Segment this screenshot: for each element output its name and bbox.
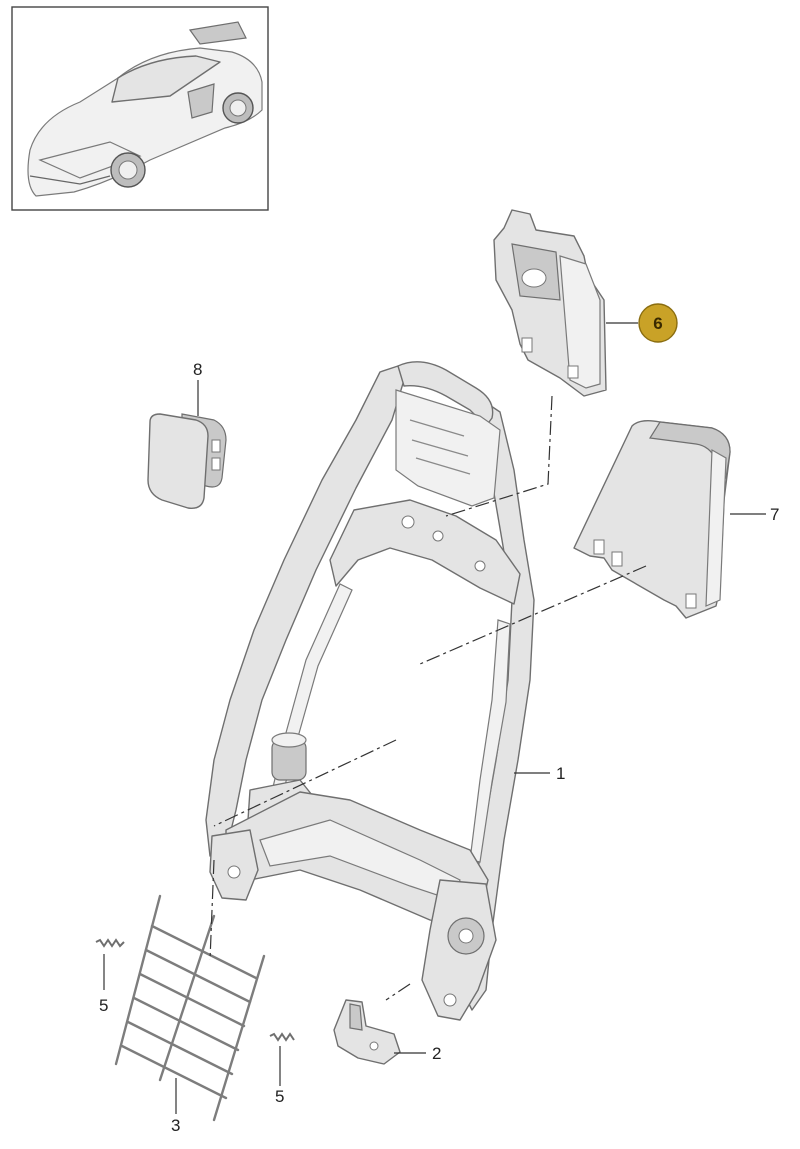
callout-1: 1 — [556, 764, 565, 783]
leader-lines — [103, 322, 766, 1114]
callout-6: 6 — [653, 314, 662, 333]
callout-8: 8 — [193, 360, 202, 379]
highlight-badge — [638, 303, 678, 343]
part-3-lumbar-mat — [114, 894, 266, 1122]
callout-3: 3 — [171, 1116, 180, 1135]
callout-2: 2 — [432, 1044, 441, 1063]
part-7-back-cover — [573, 419, 731, 619]
part-5-spring-right — [269, 1032, 295, 1042]
callout-5-left: 5 — [99, 996, 108, 1015]
callouts: 1 2 3 5 5 7 8 6 — [99, 303, 779, 1135]
vehicle-thumbnail — [11, 6, 269, 211]
part-5-spring-left — [95, 938, 125, 948]
assembly-lines — [209, 395, 647, 1001]
callout-7: 7 — [770, 505, 779, 524]
part-6-insert — [493, 209, 607, 397]
part-2-hinge — [333, 999, 401, 1065]
part-8-guide — [147, 413, 227, 509]
callout-6-badge[interactable]: 6 — [638, 303, 678, 343]
part-1-seat-frame — [205, 361, 535, 1021]
callout-5-right: 5 — [275, 1087, 284, 1106]
car-illustration — [27, 21, 263, 197]
